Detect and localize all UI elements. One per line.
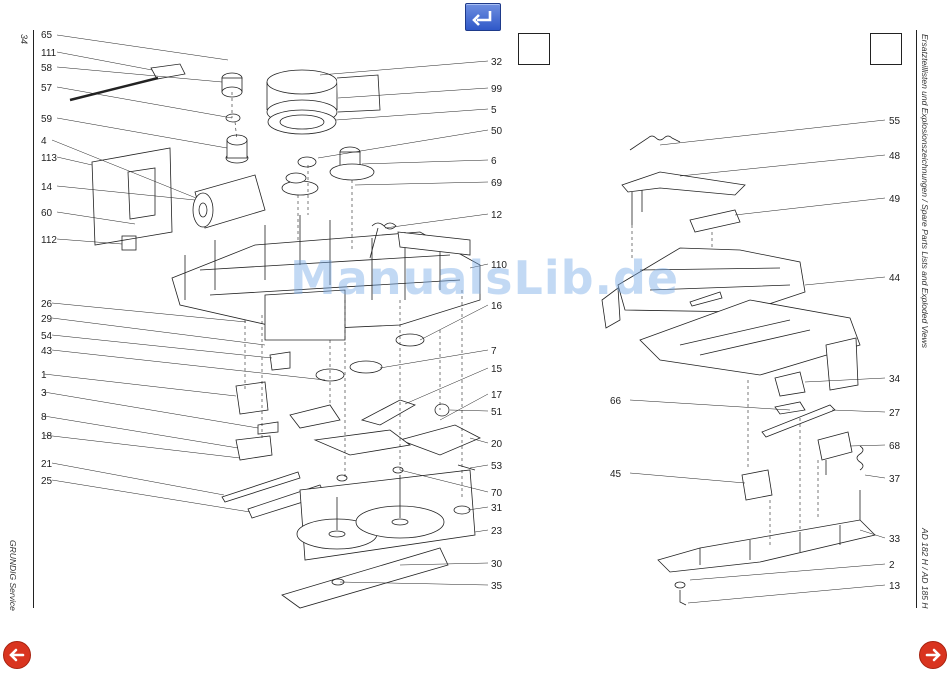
callout-30: 30 — [491, 559, 503, 570]
callout-35: 35 — [491, 581, 503, 592]
callout-66: 66 — [610, 396, 622, 407]
left-diagram-labels: 65 111 58 57 59 4 113 14 60 112 26 29 54… — [41, 30, 57, 487]
callout-53: 53 — [491, 461, 503, 472]
callout-112: 112 — [41, 235, 57, 246]
center-diagram-labels: 32 99 5 50 6 69 12 110 16 7 15 17 51 20 … — [491, 57, 507, 592]
callout-17: 17 — [491, 390, 503, 401]
callout-43: 43 — [41, 346, 53, 357]
callout-27: 27 — [889, 408, 901, 419]
callout-1: 1 — [41, 370, 47, 381]
callout-3: 3 — [41, 388, 47, 399]
callout-113: 113 — [41, 153, 57, 164]
callout-50: 50 — [491, 126, 503, 137]
callout-49: 49 — [889, 194, 901, 205]
callout-14: 14 — [41, 182, 53, 193]
callout-111: 111 — [41, 48, 57, 59]
callout-54: 54 — [41, 331, 53, 342]
callout-32: 32 — [491, 57, 503, 68]
callout-51: 51 — [491, 407, 503, 418]
callout-48: 48 — [889, 151, 901, 162]
callout-26: 26 — [41, 299, 53, 310]
callout-60: 60 — [41, 208, 53, 219]
callout-4: 4 — [41, 136, 47, 147]
callout-59: 59 — [41, 114, 53, 125]
callout-20: 20 — [491, 439, 503, 450]
callout-55: 55 — [889, 116, 901, 127]
callout-21: 21 — [41, 459, 53, 470]
callout-18: 18 — [41, 431, 53, 442]
callout-25: 25 — [41, 476, 53, 487]
callout-33: 33 — [889, 534, 901, 545]
callout-37: 37 — [889, 474, 901, 485]
callout-5: 5 — [491, 105, 497, 116]
callout-44: 44 — [889, 273, 901, 284]
callout-23: 23 — [491, 526, 503, 537]
callout-12: 12 — [491, 210, 503, 221]
callout-15: 15 — [491, 364, 503, 375]
callout-68: 68 — [889, 441, 901, 452]
callout-29: 29 — [41, 314, 53, 325]
callout-70: 70 — [491, 488, 503, 499]
callout-8: 8 — [41, 412, 47, 423]
callout-6: 6 — [491, 156, 497, 167]
callout-58: 58 — [41, 63, 53, 74]
callout-57: 57 — [41, 83, 53, 94]
callout-65: 65 — [41, 30, 53, 41]
callout-2: 2 — [889, 560, 895, 571]
callout-31: 31 — [491, 503, 503, 514]
callout-13: 13 — [889, 581, 901, 592]
callout-34: 34 — [889, 374, 901, 385]
callout-45: 45 — [610, 469, 622, 480]
watermark: ManualsLib.de — [290, 251, 679, 305]
callout-69: 69 — [491, 178, 503, 189]
callout-7: 7 — [491, 346, 497, 357]
callout-99: 99 — [491, 84, 503, 95]
